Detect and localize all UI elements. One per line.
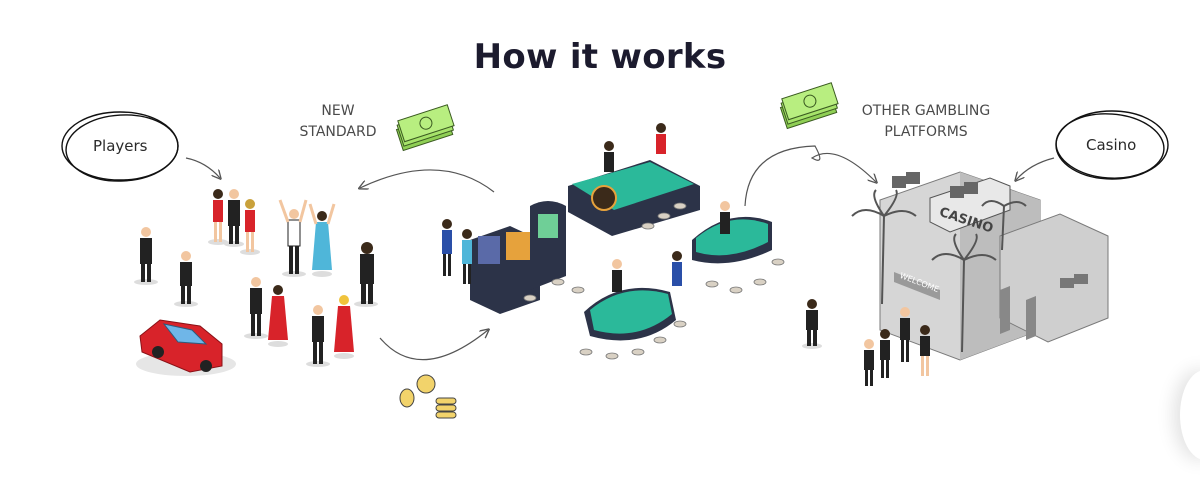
other-platforms-arrow — [744, 145, 876, 207]
new-standard-line1: NEW — [321, 103, 355, 119]
person-figure — [900, 307, 910, 362]
person-figure — [462, 229, 472, 284]
person-figure — [306, 305, 330, 367]
person-figure — [224, 189, 244, 247]
edge-decoration — [1180, 370, 1200, 460]
person-figure — [864, 339, 874, 386]
person-figure — [612, 259, 622, 292]
roulette-table — [568, 160, 700, 236]
person-figure — [604, 141, 614, 172]
person-figure — [354, 242, 378, 307]
person-figure — [308, 203, 336, 277]
person-figure — [208, 189, 228, 245]
players-arrow — [185, 157, 220, 178]
casino-oval — [1055, 110, 1169, 180]
players-crowd — [134, 189, 378, 367]
bottom-arrow — [379, 330, 488, 361]
stools — [523, 202, 785, 360]
person-figure — [656, 123, 666, 154]
person-figure — [174, 251, 198, 307]
casino-staff — [442, 123, 730, 292]
poker-table — [584, 287, 676, 341]
palm-trees — [851, 189, 1027, 353]
new-standard-arrow — [360, 169, 495, 193]
casino-building: CASINO WELCOME — [879, 171, 1109, 361]
other-platforms-line1: OTHER GAMBLING — [861, 103, 991, 119]
other-platforms-label: OTHER GAMBLING PLATFORMS — [846, 101, 1006, 143]
person-figure — [244, 277, 268, 339]
person-figure — [334, 295, 354, 359]
person-figure — [240, 199, 260, 255]
person-figure — [880, 329, 890, 378]
red-car — [136, 319, 236, 376]
other-platforms-line2: PLATFORMS — [884, 124, 968, 140]
person-figure — [672, 251, 682, 286]
new-standard-label: NEW STANDARD — [288, 101, 388, 143]
page-title: How it works — [473, 36, 727, 77]
money-icon — [779, 82, 839, 130]
casino-arrow — [1016, 157, 1055, 180]
players-oval — [61, 111, 179, 182]
person-figure — [720, 201, 730, 234]
person-figure — [802, 299, 822, 349]
person-figure — [442, 219, 452, 276]
money-icon — [395, 104, 455, 152]
person-figure — [268, 285, 288, 347]
blackjack-table — [692, 216, 772, 264]
person-figure — [134, 227, 158, 285]
person-figure — [278, 199, 308, 277]
person-figure — [920, 325, 930, 376]
casino-label: Casino — [1086, 136, 1137, 154]
casino-visitors — [802, 299, 930, 386]
coins-icon — [399, 374, 457, 419]
players-label: Players — [93, 137, 148, 155]
new-standard-line2: STANDARD — [299, 124, 377, 140]
slot-machines — [470, 201, 566, 314]
